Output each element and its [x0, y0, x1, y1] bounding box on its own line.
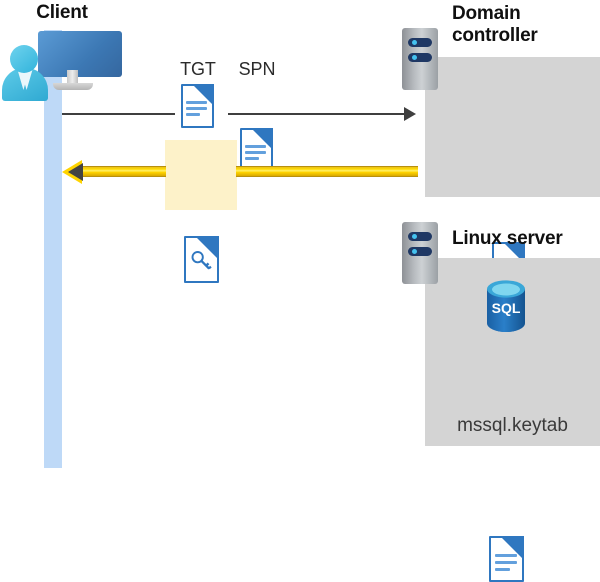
monitor-icon — [38, 31, 122, 77]
monitor-base-icon — [53, 83, 93, 90]
linux-server-icon — [402, 222, 438, 284]
domain-controller-server-icon — [402, 28, 438, 90]
request-arrow-segment-left — [62, 113, 175, 115]
sql-label: SQL — [492, 300, 521, 316]
sql-database-icon: SQL — [487, 280, 525, 332]
spn-document-icon — [240, 128, 273, 172]
tgt-label: TGT — [180, 59, 216, 79]
server-bay — [408, 247, 432, 256]
tgt-document-icon — [181, 84, 214, 128]
linux-server-title: Linux server — [452, 228, 563, 249]
ticket-highlight-box — [165, 140, 237, 210]
spn-label: SPN — [238, 59, 276, 79]
server-bay — [408, 53, 432, 62]
request-arrowhead-icon — [404, 107, 416, 121]
client-lifeline — [44, 30, 62, 468]
client-title: Client — [36, 2, 88, 23]
domain-controller-panel — [425, 57, 600, 197]
response-arrowhead-icon — [68, 163, 83, 181]
monitor-stand-icon — [67, 70, 78, 86]
server-led-icon — [412, 40, 417, 45]
domain-controller-title: Domain controller — [452, 3, 538, 46]
key-document-icon — [184, 236, 219, 283]
keytab-document-icon — [489, 536, 524, 582]
user-avatar-head — [10, 45, 38, 73]
server-led-icon — [412, 234, 417, 239]
response-arrow-segment-right — [236, 166, 418, 177]
response-arrow-segment-left — [78, 166, 166, 177]
server-bay — [408, 232, 432, 241]
server-led-icon — [412, 249, 417, 254]
user-avatar — [2, 68, 48, 101]
key-glyph-icon — [191, 251, 212, 270]
keytab-filename-label: mssql.keytab — [457, 415, 568, 436]
server-led-icon — [412, 55, 417, 60]
server-bay — [408, 38, 432, 47]
request-arrow-segment-right — [228, 113, 406, 115]
